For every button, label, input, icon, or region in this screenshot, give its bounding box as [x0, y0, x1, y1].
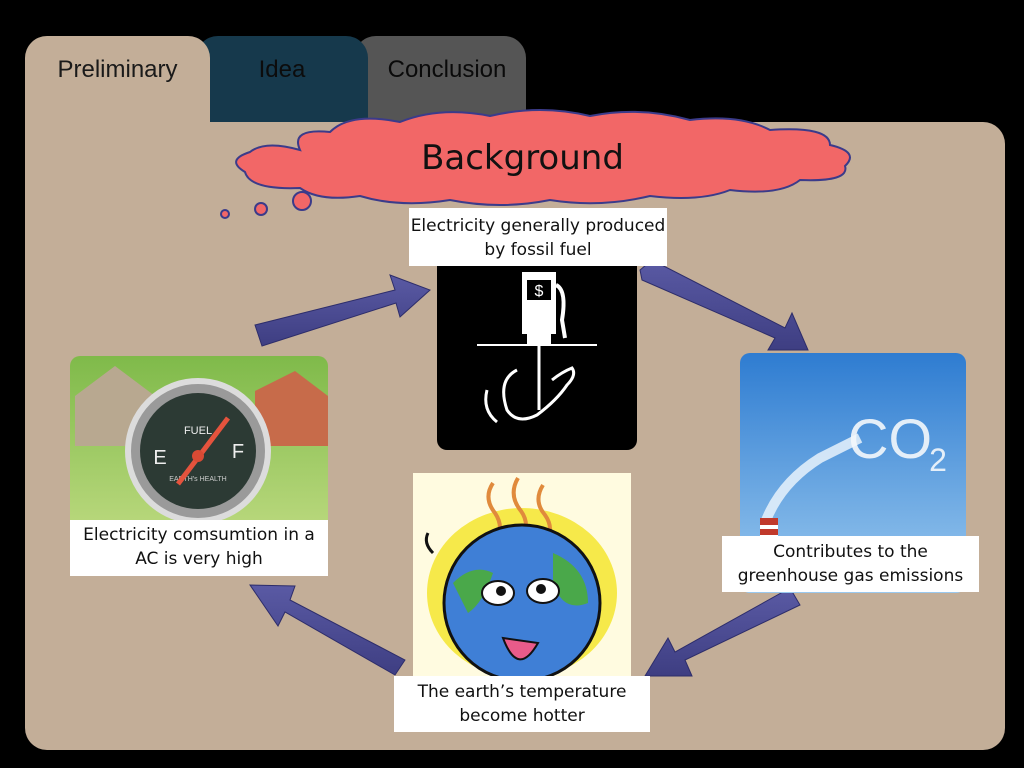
arrow-fossil-to-co2 — [639, 259, 809, 351]
tab-preliminary[interactable]: Preliminary — [25, 36, 210, 136]
tab-conclusion[interactable]: Conclusion — [354, 36, 526, 126]
arrow-co2-to-earth — [644, 587, 801, 677]
tab-idea-label: Idea — [258, 56, 306, 83]
co2-caption: Contributes to the greenhouse gas emissi… — [722, 536, 979, 592]
co2-text: CO — [848, 407, 932, 470]
gas-pump-dinosaur-icon: $ — [477, 272, 597, 424]
co2-subscript: 2 — [929, 442, 947, 478]
arrow-ac-to-fossil — [254, 274, 431, 347]
fossil-caption: Electricity generally produced by fossil… — [409, 208, 667, 266]
tab-idea[interactable]: Idea — [196, 36, 368, 126]
gauge-full-label: F — [232, 441, 244, 463]
ac-caption: Electricity comsumtion in a AC is very h… — [70, 520, 328, 576]
earth-caption: The earth’s temperature become hotter — [394, 676, 650, 732]
hot-earth-image — [413, 473, 631, 683]
gauge-empty-label: E — [153, 447, 166, 469]
pump-sign: $ — [535, 283, 544, 300]
thought-cloud — [220, 109, 851, 219]
cloud-title: Background — [421, 138, 624, 178]
fossil-fuel-image: $ — [437, 250, 637, 450]
gauge-fuel-label: FUEL — [184, 425, 212, 437]
gauge-sub-label: EARTH's HEALTH — [169, 476, 226, 483]
tab-preliminary-label: Preliminary — [57, 56, 178, 83]
arrow-earth-to-ac — [249, 584, 406, 676]
tab-conclusion-label: Conclusion — [387, 56, 507, 83]
